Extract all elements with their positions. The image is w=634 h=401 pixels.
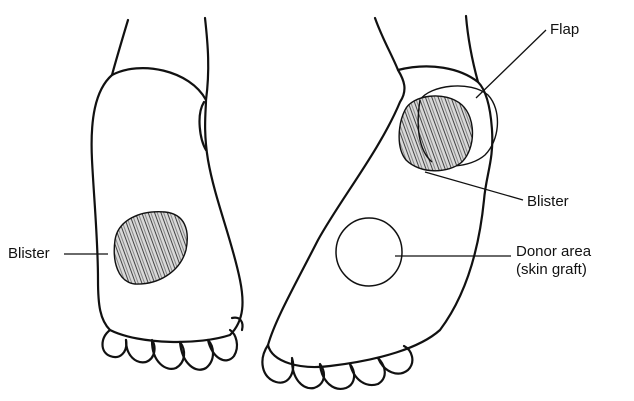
left-toes	[103, 318, 243, 370]
left-leg-outline	[112, 20, 128, 75]
flap-leader	[476, 30, 546, 98]
skin-graft-label: (skin graft)	[516, 261, 587, 279]
blister-right-leader	[425, 172, 523, 200]
blister-left-label: Blister	[8, 245, 50, 263]
right-leg-outline-outer	[466, 16, 478, 82]
right-foot	[262, 16, 497, 389]
left-foot	[92, 18, 243, 370]
right-leg-outline	[375, 18, 398, 70]
left-blister	[114, 212, 187, 284]
right-blister	[399, 96, 472, 171]
donor-area	[336, 218, 402, 286]
flap-label: Flap	[550, 21, 579, 39]
donor-area-label: Donor area	[516, 243, 591, 261]
left-leg-outline-inner	[205, 18, 208, 100]
left-sole-outline	[92, 68, 243, 342]
right-toes	[262, 345, 412, 389]
blister-right-label: Blister	[527, 193, 569, 211]
